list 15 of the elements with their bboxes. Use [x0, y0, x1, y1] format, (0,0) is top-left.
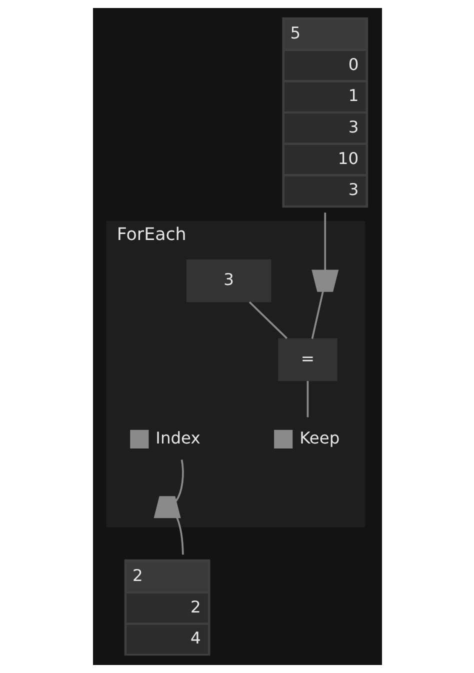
node-box [274, 430, 292, 448]
connector [174, 460, 184, 502]
connector [324, 212, 326, 270]
node-box: 3 [186, 259, 271, 302]
node-label: Keep [299, 428, 340, 448]
node-trapezium [311, 270, 338, 292]
connector [176, 517, 184, 555]
node-label: Index [155, 428, 200, 448]
connector [248, 301, 287, 339]
node-trapezium [153, 496, 180, 518]
node-box: 5 0 1 3 10 3 [282, 17, 368, 208]
node-box: = [278, 338, 337, 382]
node-box [130, 430, 148, 448]
connector [310, 291, 324, 339]
connector [306, 381, 308, 418]
